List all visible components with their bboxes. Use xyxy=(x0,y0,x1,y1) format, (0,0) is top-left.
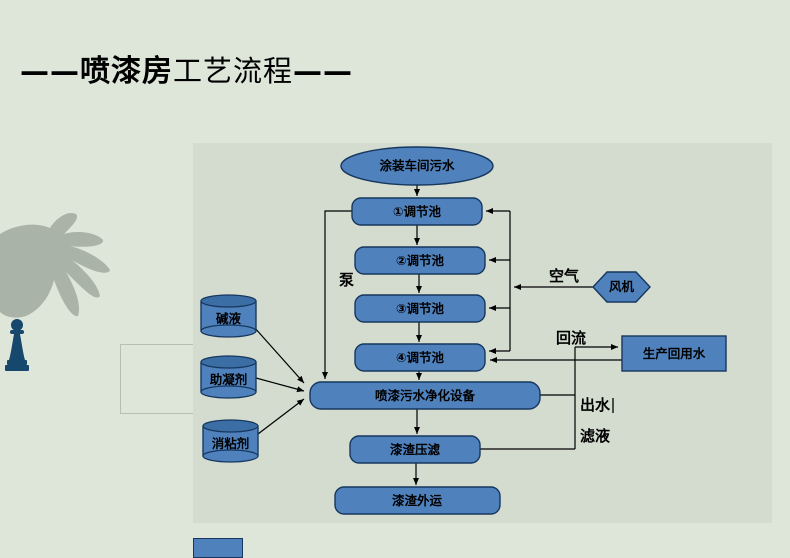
node-cylinder-detackifier-label: 消粘剂 xyxy=(212,436,250,451)
node-press-label: 漆渣压滤 xyxy=(390,442,441,457)
filtrate-label: 滤液 xyxy=(580,427,611,445)
node-fan-label: 风机 xyxy=(609,279,635,294)
flow-arrows xyxy=(253,185,622,485)
flow-annotations: 泵 空气 回流 出水 滤液 xyxy=(339,267,614,445)
title-dash-left: —— xyxy=(20,54,80,88)
node-source-label: 涂装车间污水 xyxy=(379,158,455,173)
node-cylinder-alkali[interactable]: 碱液 xyxy=(200,294,257,338)
pump-line xyxy=(322,210,352,379)
title-rest: 工艺流程 xyxy=(173,54,294,88)
node-cylinder-coagulant[interactable]: 助凝剂 xyxy=(200,355,257,399)
flowchart-canvas: 涂装车间污水 ①调节池 ②调节池 ③调节池 ④调节池 喷漆污水净化设备 漆渣压滤… xyxy=(200,146,727,515)
detackifier-dosing-arrow xyxy=(257,398,305,435)
node-pool-4-label: ④调节池 xyxy=(396,350,445,365)
diagram-panel: 涂装车间污水 ①调节池 ②调节池 ③调节池 ④调节池 喷漆污水净化设备 漆渣压滤… xyxy=(193,143,772,523)
title-highlight: 喷漆房 xyxy=(80,54,173,89)
node-cylinder-alkali-label: 碱液 xyxy=(216,311,242,326)
node-cylinder-coagulant-label: 助凝剂 xyxy=(210,372,248,387)
node-pool-4[interactable] xyxy=(354,343,486,372)
node-purifier-label: 喷漆污水净化设备 xyxy=(375,388,476,403)
outlet-label: 出水 xyxy=(580,396,611,414)
template-placeholder-box xyxy=(120,344,199,414)
node-pool-1[interactable] xyxy=(351,197,483,226)
node-pool-2-label: ②调节池 xyxy=(396,253,445,268)
hand-silhouette-icon xyxy=(0,212,110,318)
node-transport-label: 漆渣外运 xyxy=(392,493,443,508)
chess-piece-icon xyxy=(5,319,29,371)
node-reuse[interactable] xyxy=(621,335,727,372)
pump-label: 泵 xyxy=(339,271,354,289)
node-pool-1-label: ①调节池 xyxy=(393,204,442,219)
reflux-label: 回流 xyxy=(556,329,586,347)
bottom-accent-rect xyxy=(193,538,243,558)
flow-nodes: 涂装车间污水 ①调节池 ②调节池 ③调节池 ④调节池 喷漆污水净化设备 漆渣压滤… xyxy=(200,146,727,515)
coagulant-dosing-arrow xyxy=(255,377,305,393)
node-press[interactable] xyxy=(349,435,481,464)
page-title: ——喷漆房工艺流程—— xyxy=(20,46,353,90)
air-label: 空气 xyxy=(549,267,579,285)
node-pool-3-label: ③调节池 xyxy=(396,301,445,316)
node-pool-2[interactable] xyxy=(354,246,486,275)
node-cylinder-detackifier[interactable]: 消粘剂 xyxy=(202,419,259,463)
node-source[interactable] xyxy=(340,146,494,186)
node-purifier[interactable] xyxy=(309,381,541,410)
node-fan[interactable] xyxy=(592,271,651,303)
node-pool-3[interactable] xyxy=(354,294,486,323)
node-reuse-label: 生产回用水 xyxy=(643,346,706,361)
node-transport[interactable] xyxy=(334,486,501,515)
alkali-dosing-arrow xyxy=(253,326,305,384)
title-dash-right: —— xyxy=(293,54,354,88)
